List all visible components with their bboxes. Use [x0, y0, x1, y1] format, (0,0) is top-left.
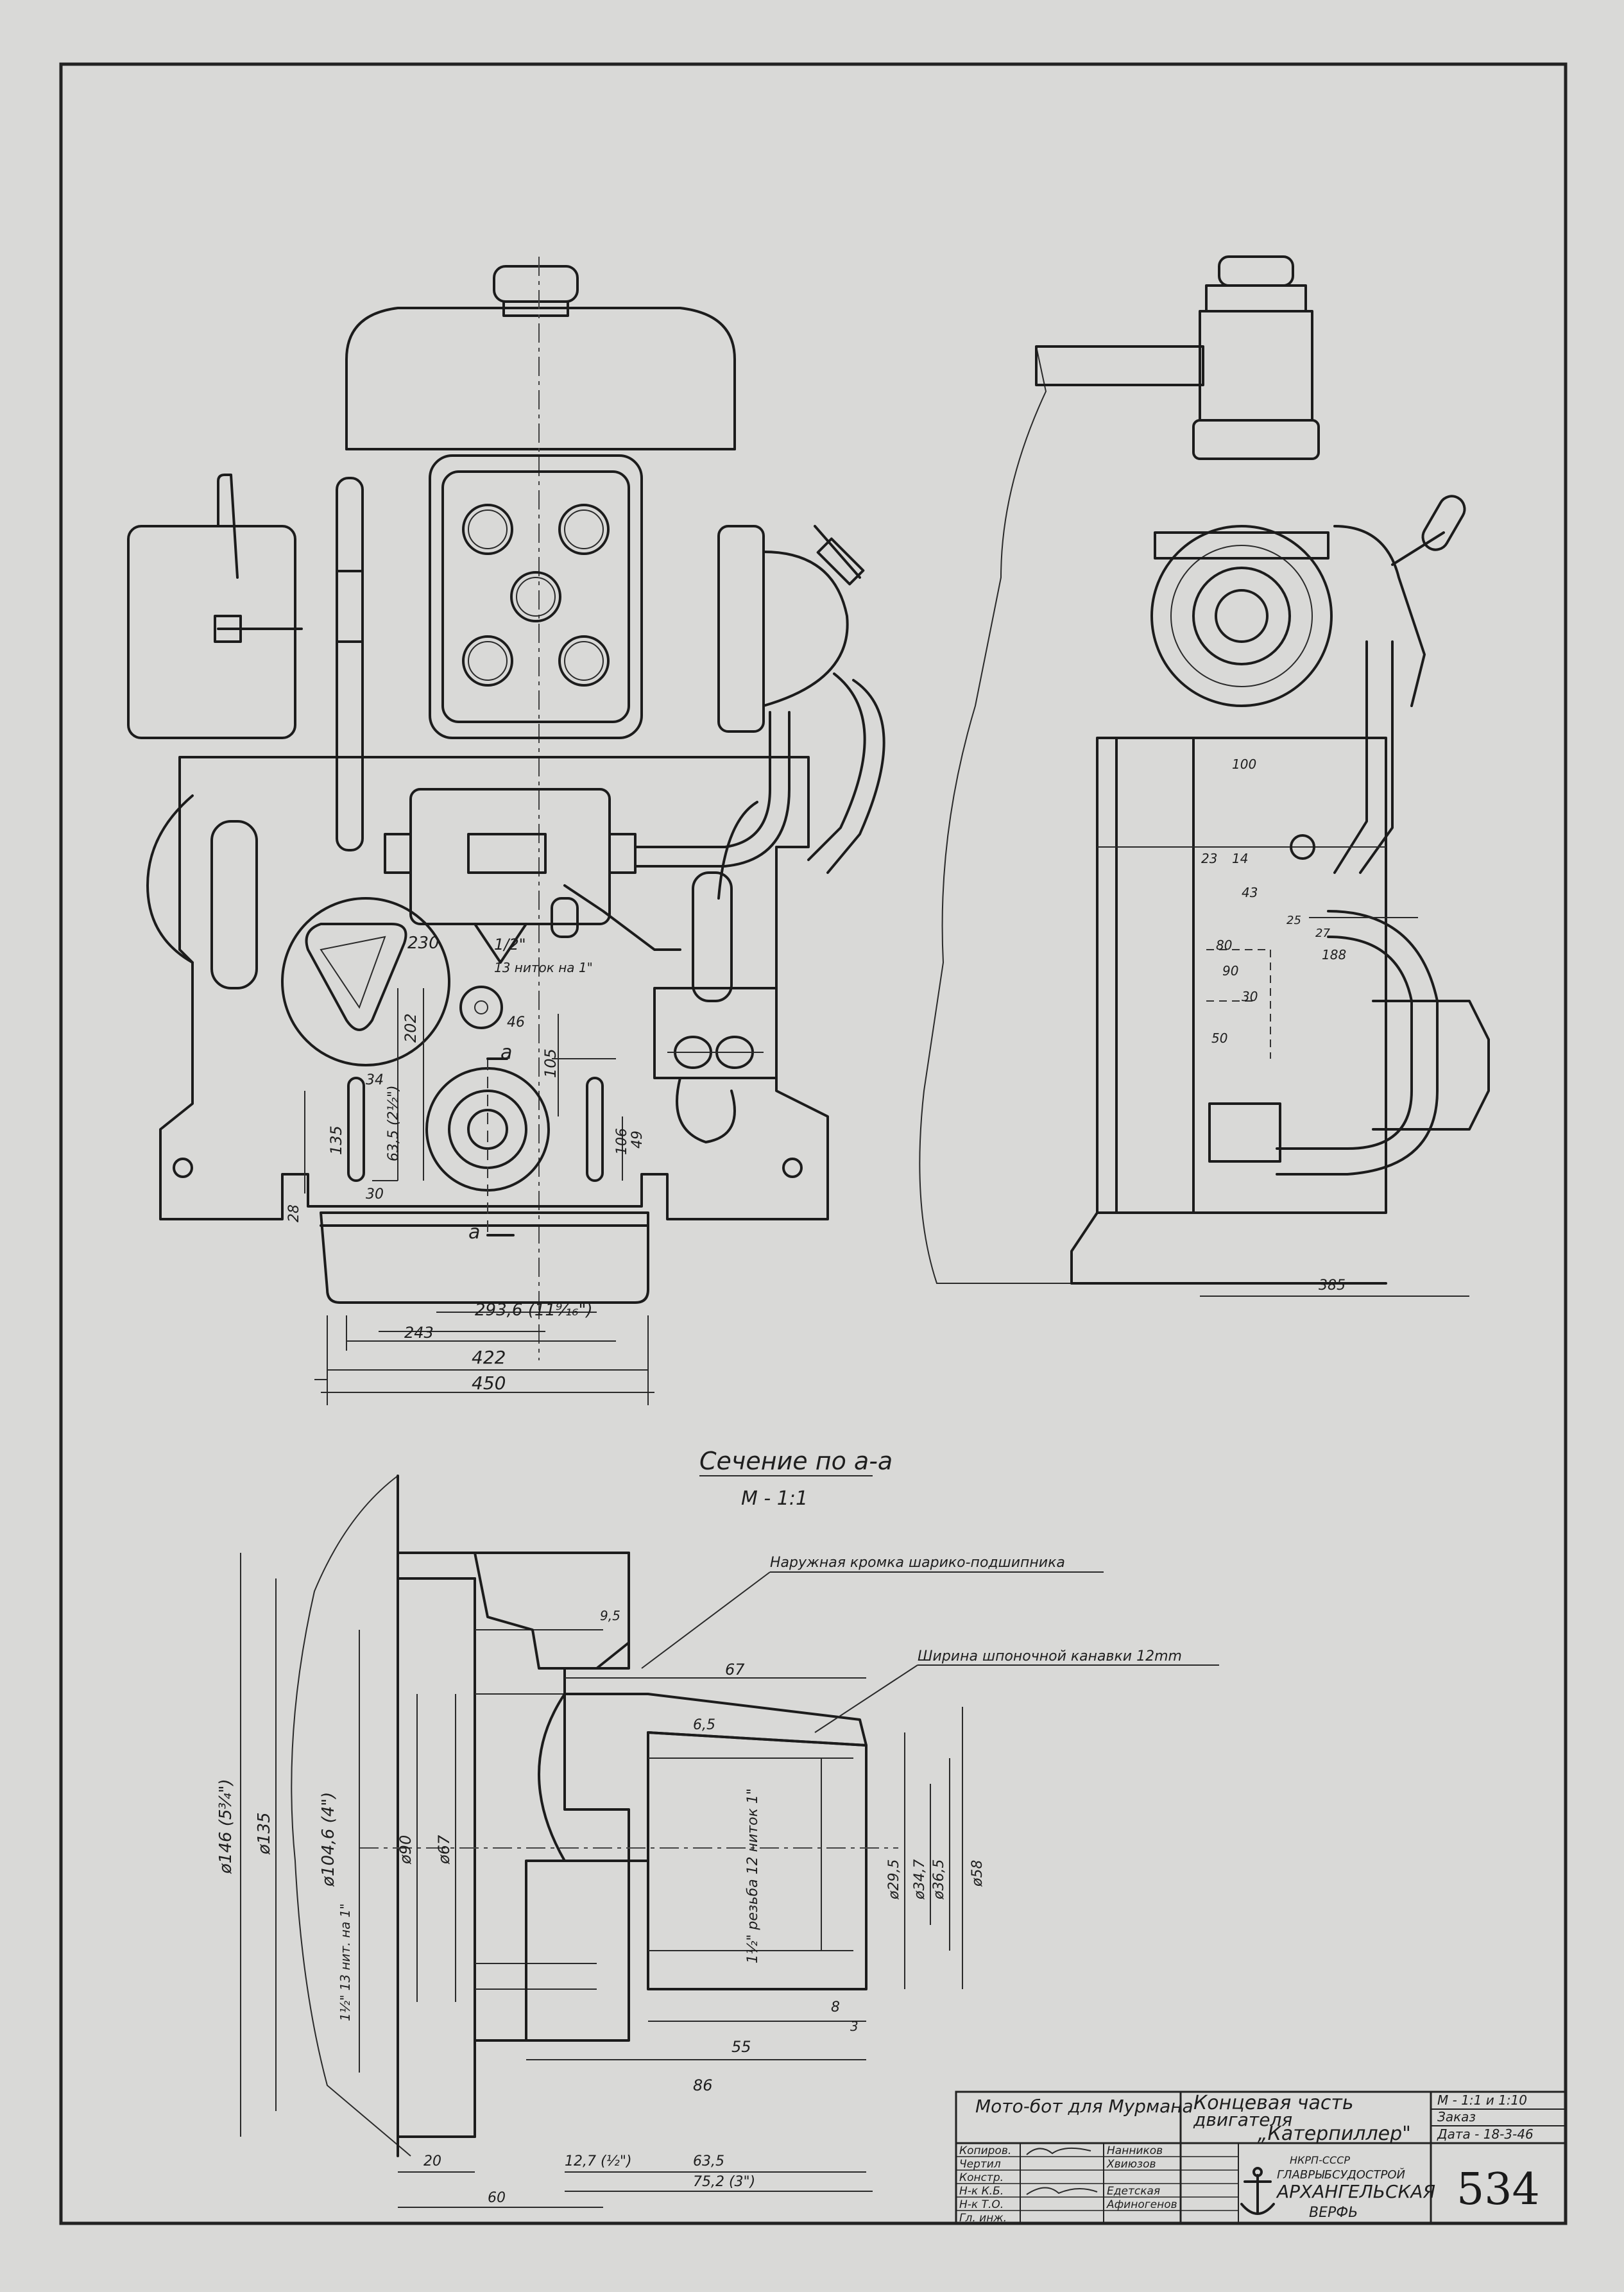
tb-org-3: АРХАНГЕЛЬСКАЯ: [1276, 2181, 1435, 2202]
sec-dim-12: 12,7 (½"): [565, 2153, 632, 2169]
side-dim-14: 14: [1232, 851, 1248, 866]
section-a-a: Сечение по а-а М - 1:1 Наружная кромка ш…: [216, 1447, 1219, 2208]
dim-105: 105: [542, 1048, 560, 1078]
side-dim-385: 385: [1319, 1278, 1346, 1294]
section-title: Сечение по а-а: [699, 1447, 893, 1475]
sec-dim-60: 60: [488, 2190, 506, 2206]
title-block: Мото-бот для Мурмана Концевая часть двиг…: [955, 2091, 1567, 2225]
sec-dim-135: ø135: [255, 1812, 274, 1855]
sec-dim-9: 9,5: [600, 1608, 620, 1623]
sec-dim-bthread: 1½" 13 нит. на 1": [338, 1903, 353, 2021]
dim-202: 202: [402, 1013, 420, 1043]
tb-org-1: НКРП-СССР: [1290, 2154, 1350, 2166]
tb-name-1: Хвиюзов: [1106, 2158, 1156, 2171]
anchor-emblem-icon: [1240, 2167, 1275, 2215]
side-dim-50: 50: [1211, 1031, 1227, 1046]
tb-project: Мото-бот для Мурмана: [975, 2096, 1193, 2117]
drawing-frame: [59, 62, 1568, 2225]
tb-role-4: Н-к Т.О.: [959, 2198, 1004, 2211]
sec-dim-86: 86: [693, 2076, 713, 2094]
side-view: 100 23 14 43 25 27 188 80 90 30 50 385: [919, 255, 1490, 1297]
sec-dim-3: 3: [850, 2019, 859, 2034]
sec-dim-104: ø104,6 (4"): [319, 1792, 338, 1887]
side-dim-27: 27: [1315, 927, 1330, 940]
tb-role-3: Н-к К.Б.: [959, 2185, 1004, 2198]
section-scale: М - 1:1: [741, 1487, 808, 1510]
section-note-bearing: Наружная кромка шарико-подшипника: [770, 1555, 1065, 1571]
sec-dim-67h: 67: [725, 1661, 745, 1679]
side-dim-90: 90: [1222, 963, 1238, 979]
tb-org-4: ВЕРФЬ: [1309, 2205, 1358, 2221]
tb-org-2: ГЛАВРЫБСУДОСТРОЙ: [1277, 2168, 1405, 2182]
sec-dim-67: ø67: [435, 1834, 453, 1865]
side-dim-23: 23: [1201, 851, 1217, 866]
sec-dim-90: ø90: [397, 1835, 415, 1865]
sec-dim-75: 75,2 (3"): [693, 2174, 755, 2190]
tb-title-2: двигателя: [1193, 2109, 1292, 2130]
tb-name-4: Афиногенов: [1106, 2198, 1177, 2211]
dim-thread: 13 ниток на 1": [494, 960, 593, 975]
sec-dim-8: 8: [831, 1999, 840, 2015]
tb-sheet-number: 534: [1457, 2164, 1540, 2215]
tb-name-3: Едетская: [1107, 2185, 1160, 2198]
dim-pipe: 1/2": [494, 936, 526, 954]
dim-422: 422: [472, 1347, 506, 1368]
dim-28: 28: [286, 1204, 302, 1222]
side-dim-188: 188: [1322, 947, 1346, 962]
sec-dim-58: ø58: [970, 1860, 986, 1887]
dim-135: 135: [327, 1125, 345, 1155]
sec-dim-146: ø146 (5¾"): [216, 1779, 235, 1874]
section-mark-a-bottom: а: [468, 1221, 480, 1244]
sec-dim-36: ø36,5: [931, 1860, 947, 1900]
tb-name-0: Нанников: [1107, 2144, 1163, 2157]
tb-order: Заказ: [1437, 2109, 1476, 2125]
side-dim-30: 30: [1242, 989, 1258, 1004]
section-mark-a-top: а: [500, 1041, 512, 1064]
dim-30: 30: [366, 1186, 384, 1202]
sec-dim-29: ø29,5: [886, 1860, 902, 1900]
tb-date: Дата - 18-3-46: [1437, 2126, 1534, 2142]
tb-title-1: Концевая часть: [1193, 2092, 1354, 2114]
sec-dim-thread: 1½" резьба 12 ниток 1": [745, 1788, 761, 1963]
tb-role-2: Констр.: [959, 2171, 1004, 2184]
dim-450: 450: [472, 1373, 506, 1394]
tb-scale: М - 1:1 и 1:10: [1437, 2092, 1527, 2108]
dim-106: 106: [614, 1128, 630, 1155]
sec-dim-63: 63,5: [693, 2153, 724, 2169]
side-dim-100: 100: [1232, 757, 1256, 772]
front-view: 230 202 105 135 63,5 (2½") 34 30 28 106 …: [127, 257, 885, 1405]
tb-title-3: „Катерпиллер": [1258, 2123, 1411, 2145]
dim-293: 293,6 (11⁹⁄₁₆"): [475, 1301, 593, 1320]
dim-230: 230: [407, 934, 440, 953]
dim-34: 34: [366, 1072, 384, 1088]
dim-49: 49: [629, 1131, 645, 1149]
sec-dim-34: ø34,7: [912, 1860, 928, 1900]
side-dim-25: 25: [1286, 914, 1301, 927]
tb-role-0: Копиров.: [959, 2144, 1011, 2157]
sec-dim-6: 6,5: [693, 1717, 715, 1733]
signature-copyist: [1026, 2147, 1091, 2155]
dim-46: 46: [507, 1014, 525, 1031]
sec-dim-20: 20: [423, 2153, 441, 2169]
sec-dim-55: 55: [731, 2038, 751, 2056]
tb-role-1: Чертил: [959, 2158, 1001, 2171]
side-dim-80: 80: [1216, 937, 1232, 953]
dim-63: 63,5 (2½"): [386, 1085, 402, 1161]
section-note-keyway: Ширина шпоночной канавки 12mm: [918, 1648, 1182, 1664]
signature-head-kb: [1026, 2187, 1098, 2195]
dim-243: 243: [404, 1324, 434, 1342]
side-dim-43: 43: [1242, 885, 1258, 900]
tb-role-5: Гл. инж.: [959, 2212, 1007, 2225]
